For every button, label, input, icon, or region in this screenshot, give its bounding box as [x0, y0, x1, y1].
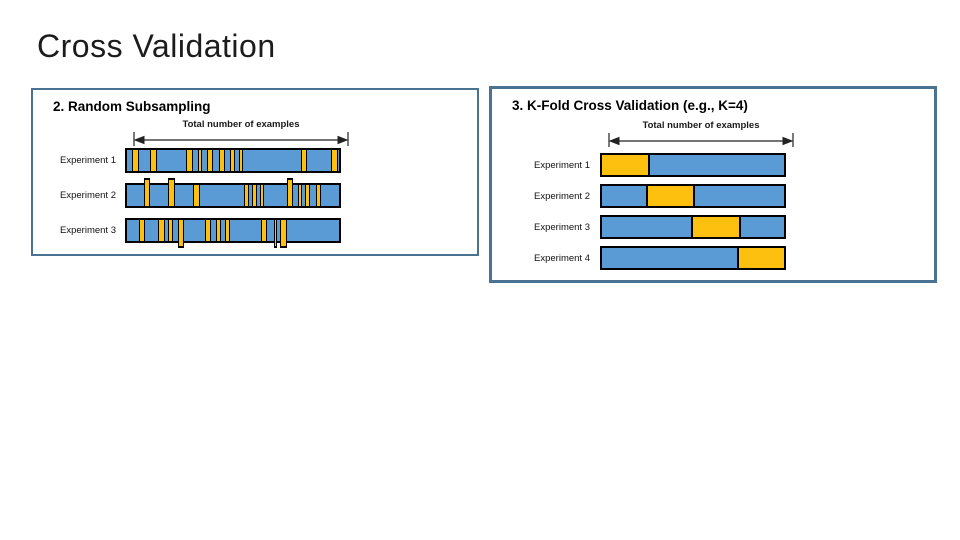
examples-bar [600, 153, 786, 177]
test-sample-stripe [238, 148, 244, 173]
test-sample-stripe [331, 148, 338, 173]
random-subsampling-heading: 2. Random Subsampling [53, 99, 211, 114]
dimension-arrow-icon [133, 132, 349, 146]
test-sample-stripe [198, 148, 203, 173]
test-fold-segment [736, 246, 786, 270]
test-fold-segment [691, 215, 741, 239]
dimension-arrow-icon [608, 133, 794, 147]
test-sample-stripe [300, 148, 308, 173]
examples-bar [600, 184, 786, 208]
test-fold-segment [600, 153, 650, 177]
test-sample-stripe [286, 178, 294, 208]
experiment-row: Experiment 4 [492, 246, 934, 270]
experiment-row: Experiment 1 [492, 153, 934, 177]
examples-bar [600, 215, 786, 239]
test-sample-stripe [259, 183, 265, 208]
examples-bar [125, 178, 341, 208]
test-sample-stripe [150, 148, 157, 173]
test-sample-stripe [177, 218, 185, 248]
examples-bar [125, 218, 341, 248]
test-sample-stripe [219, 148, 225, 173]
experiment-row: Experiment 2 [492, 184, 934, 208]
test-sample-stripe [206, 148, 214, 173]
kfold-heading: 3. K-Fold Cross Validation (e.g., K=4) [512, 98, 748, 113]
test-sample-stripe [316, 183, 322, 208]
experiment-row: Experiment 3 [492, 215, 934, 239]
test-sample-stripe [157, 218, 165, 243]
examples-bar [600, 246, 786, 270]
experiment-label: Experiment 3 [534, 221, 590, 233]
test-sample-stripe [280, 218, 288, 248]
test-sample-stripe [193, 183, 200, 208]
experiment-row: Experiment 3 [33, 218, 477, 248]
experiment-row: Experiment 1 [33, 148, 477, 173]
test-sample-stripe [205, 218, 212, 243]
experiment-label: Experiment 1 [60, 155, 116, 166]
experiment-label: Experiment 4 [534, 252, 590, 264]
test-sample-stripe [168, 178, 175, 208]
experiment-label: Experiment 2 [534, 190, 590, 202]
test-sample-stripe [261, 218, 268, 243]
test-sample-stripe [304, 183, 310, 208]
experiment-label: Experiment 3 [60, 225, 116, 236]
test-sample-stripe [298, 183, 302, 208]
kfold-panel: 3. K-Fold Cross Validation (e.g., K=4) T… [489, 86, 937, 283]
test-sample-stripe [186, 148, 194, 173]
test-sample-stripe [216, 218, 221, 243]
experiment-label: Experiment 1 [534, 159, 590, 171]
experiment-row: Experiment 2 [33, 178, 477, 208]
test-fold-segment [645, 184, 695, 208]
experiment-rows: Experiment 1 Experiment 2 Experiment 3 [33, 148, 477, 253]
test-sample-stripe [132, 148, 140, 173]
random-subsampling-panel: 2. Random Subsampling Total number of ex… [31, 88, 479, 256]
test-sample-stripe [273, 218, 278, 248]
test-sample-stripe [252, 183, 257, 208]
slide-title: Cross Validation [37, 28, 276, 64]
total-examples-label: Total number of examples [182, 119, 300, 130]
total-examples-label: Total number of examples [642, 120, 760, 131]
experiment-label: Experiment 2 [60, 190, 116, 201]
experiment-rows: Experiment 1 Experiment 2 Experiment 3 Expe… [492, 153, 934, 277]
examples-bar [125, 148, 341, 173]
test-sample-stripe [230, 148, 236, 173]
test-sample-stripe [143, 178, 151, 208]
test-sample-stripe [224, 218, 231, 243]
test-sample-stripe [168, 218, 174, 243]
test-sample-stripe [138, 218, 145, 243]
test-sample-stripe [244, 183, 249, 208]
